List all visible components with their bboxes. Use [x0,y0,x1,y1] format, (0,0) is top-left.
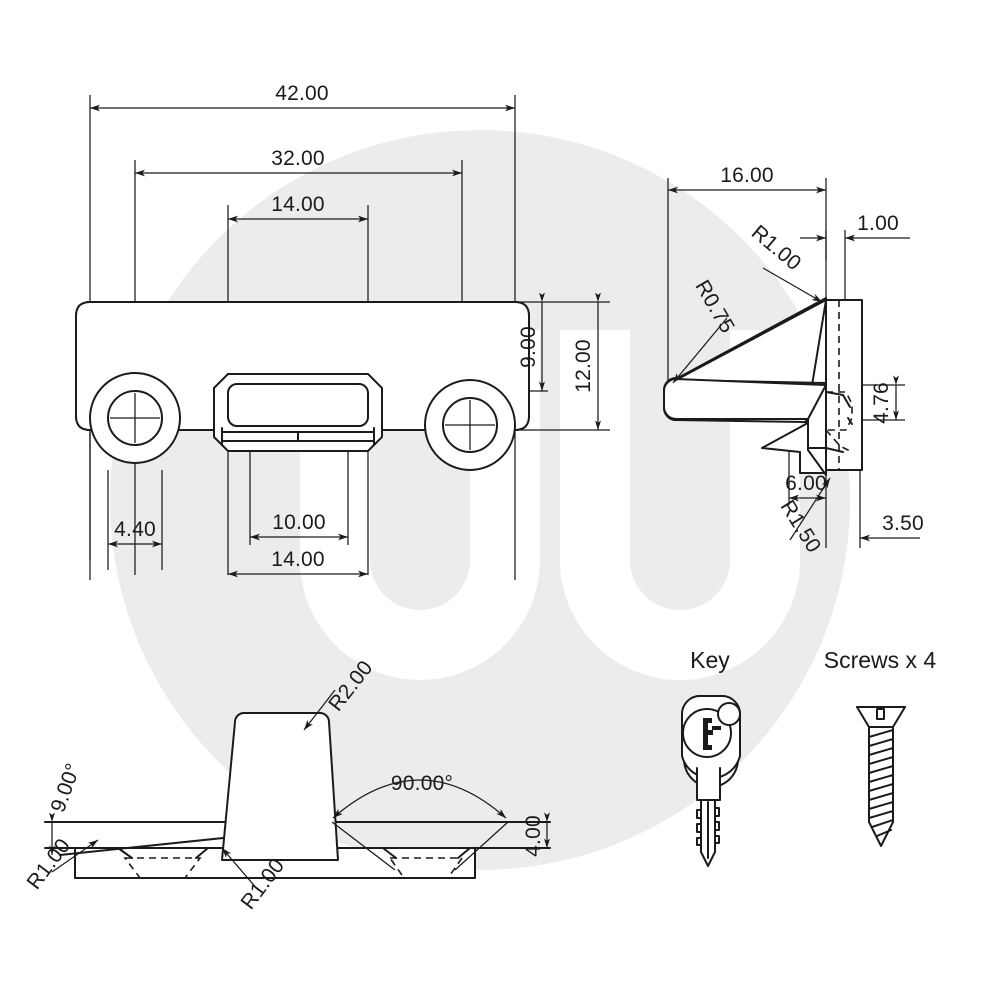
dim-32: 32.00 [135,147,462,177]
section-cam-lug [221,712,339,861]
plan-centre-lines [110,393,495,450]
dim-6-label: 6.00 [785,472,827,495]
dim-9deg-label: 9.00° [46,760,85,815]
section-countersink-left [117,847,209,879]
section-view: 90.00° R2.00 9.00° R1.00 R1.00 [22,656,551,914]
dim-42-label: 42.00 [275,82,329,105]
dim-14-bottom-label: 14.00 [271,548,325,571]
side-hidden-lines [825,300,853,470]
section-countersink-right [382,847,471,879]
screws-label: Screws x 4 [824,647,937,673]
dim-14-top: 14.00 [228,193,368,223]
dim-32-label: 32.00 [271,147,325,170]
dim-1: 1.00 [800,212,910,242]
side-cam-detail [825,391,853,453]
key-label: Key [690,647,730,673]
keeper-housing [213,373,383,452]
side-plate-slab [825,299,863,471]
dim-10: 10.00 [250,511,348,541]
dim-14-top-label: 14.00 [271,193,325,216]
dim-16: 16.00 [668,164,826,194]
dim-350: 3.50 [860,512,924,542]
dim-1-label: 1.00 [857,212,899,235]
dim-476: 4.76 [870,375,899,424]
dim-10-label: 10.00 [272,511,326,534]
key-teeth [696,807,720,846]
dim-16-label: 16.00 [720,164,774,187]
key-logo-glyph [703,718,713,750]
dim-400: 4.00 [522,812,550,857]
dim-12-label: 12.00 [572,339,595,393]
dim-42: 42.00 [90,82,515,112]
nose-radius-geometry [663,378,677,420]
dim-440: 4.40 [107,470,163,570]
dim-90deg: 90.00° [331,772,509,871]
accessories-group: Key Screws x 4 [681,647,937,867]
screw-icon [856,706,906,847]
dim-6: 6.00 [785,472,827,502]
dim-476-label: 4.76 [870,382,893,424]
plan-view: 42.00 32.00 14.00 [75,82,610,580]
key-icon [681,695,741,867]
dim-9-label: 9.00 [517,326,540,368]
key-logo-bar [712,726,721,730]
dim-90deg-label: 90.00° [391,772,453,795]
dim-14-bottom: 14.00 [228,548,368,578]
side-view: 16.00 1.00 [663,164,924,557]
dim-12: 12.00 [572,292,601,430]
dim-sec-r100-left-label: R1.00 [22,834,75,893]
screw-threads [868,729,894,837]
dim-350-label: 3.50 [882,512,924,535]
dim-400-label: 4.00 [522,815,545,857]
dim-440-label: 4.40 [114,518,156,541]
dim-9: 9.00 [517,292,545,391]
